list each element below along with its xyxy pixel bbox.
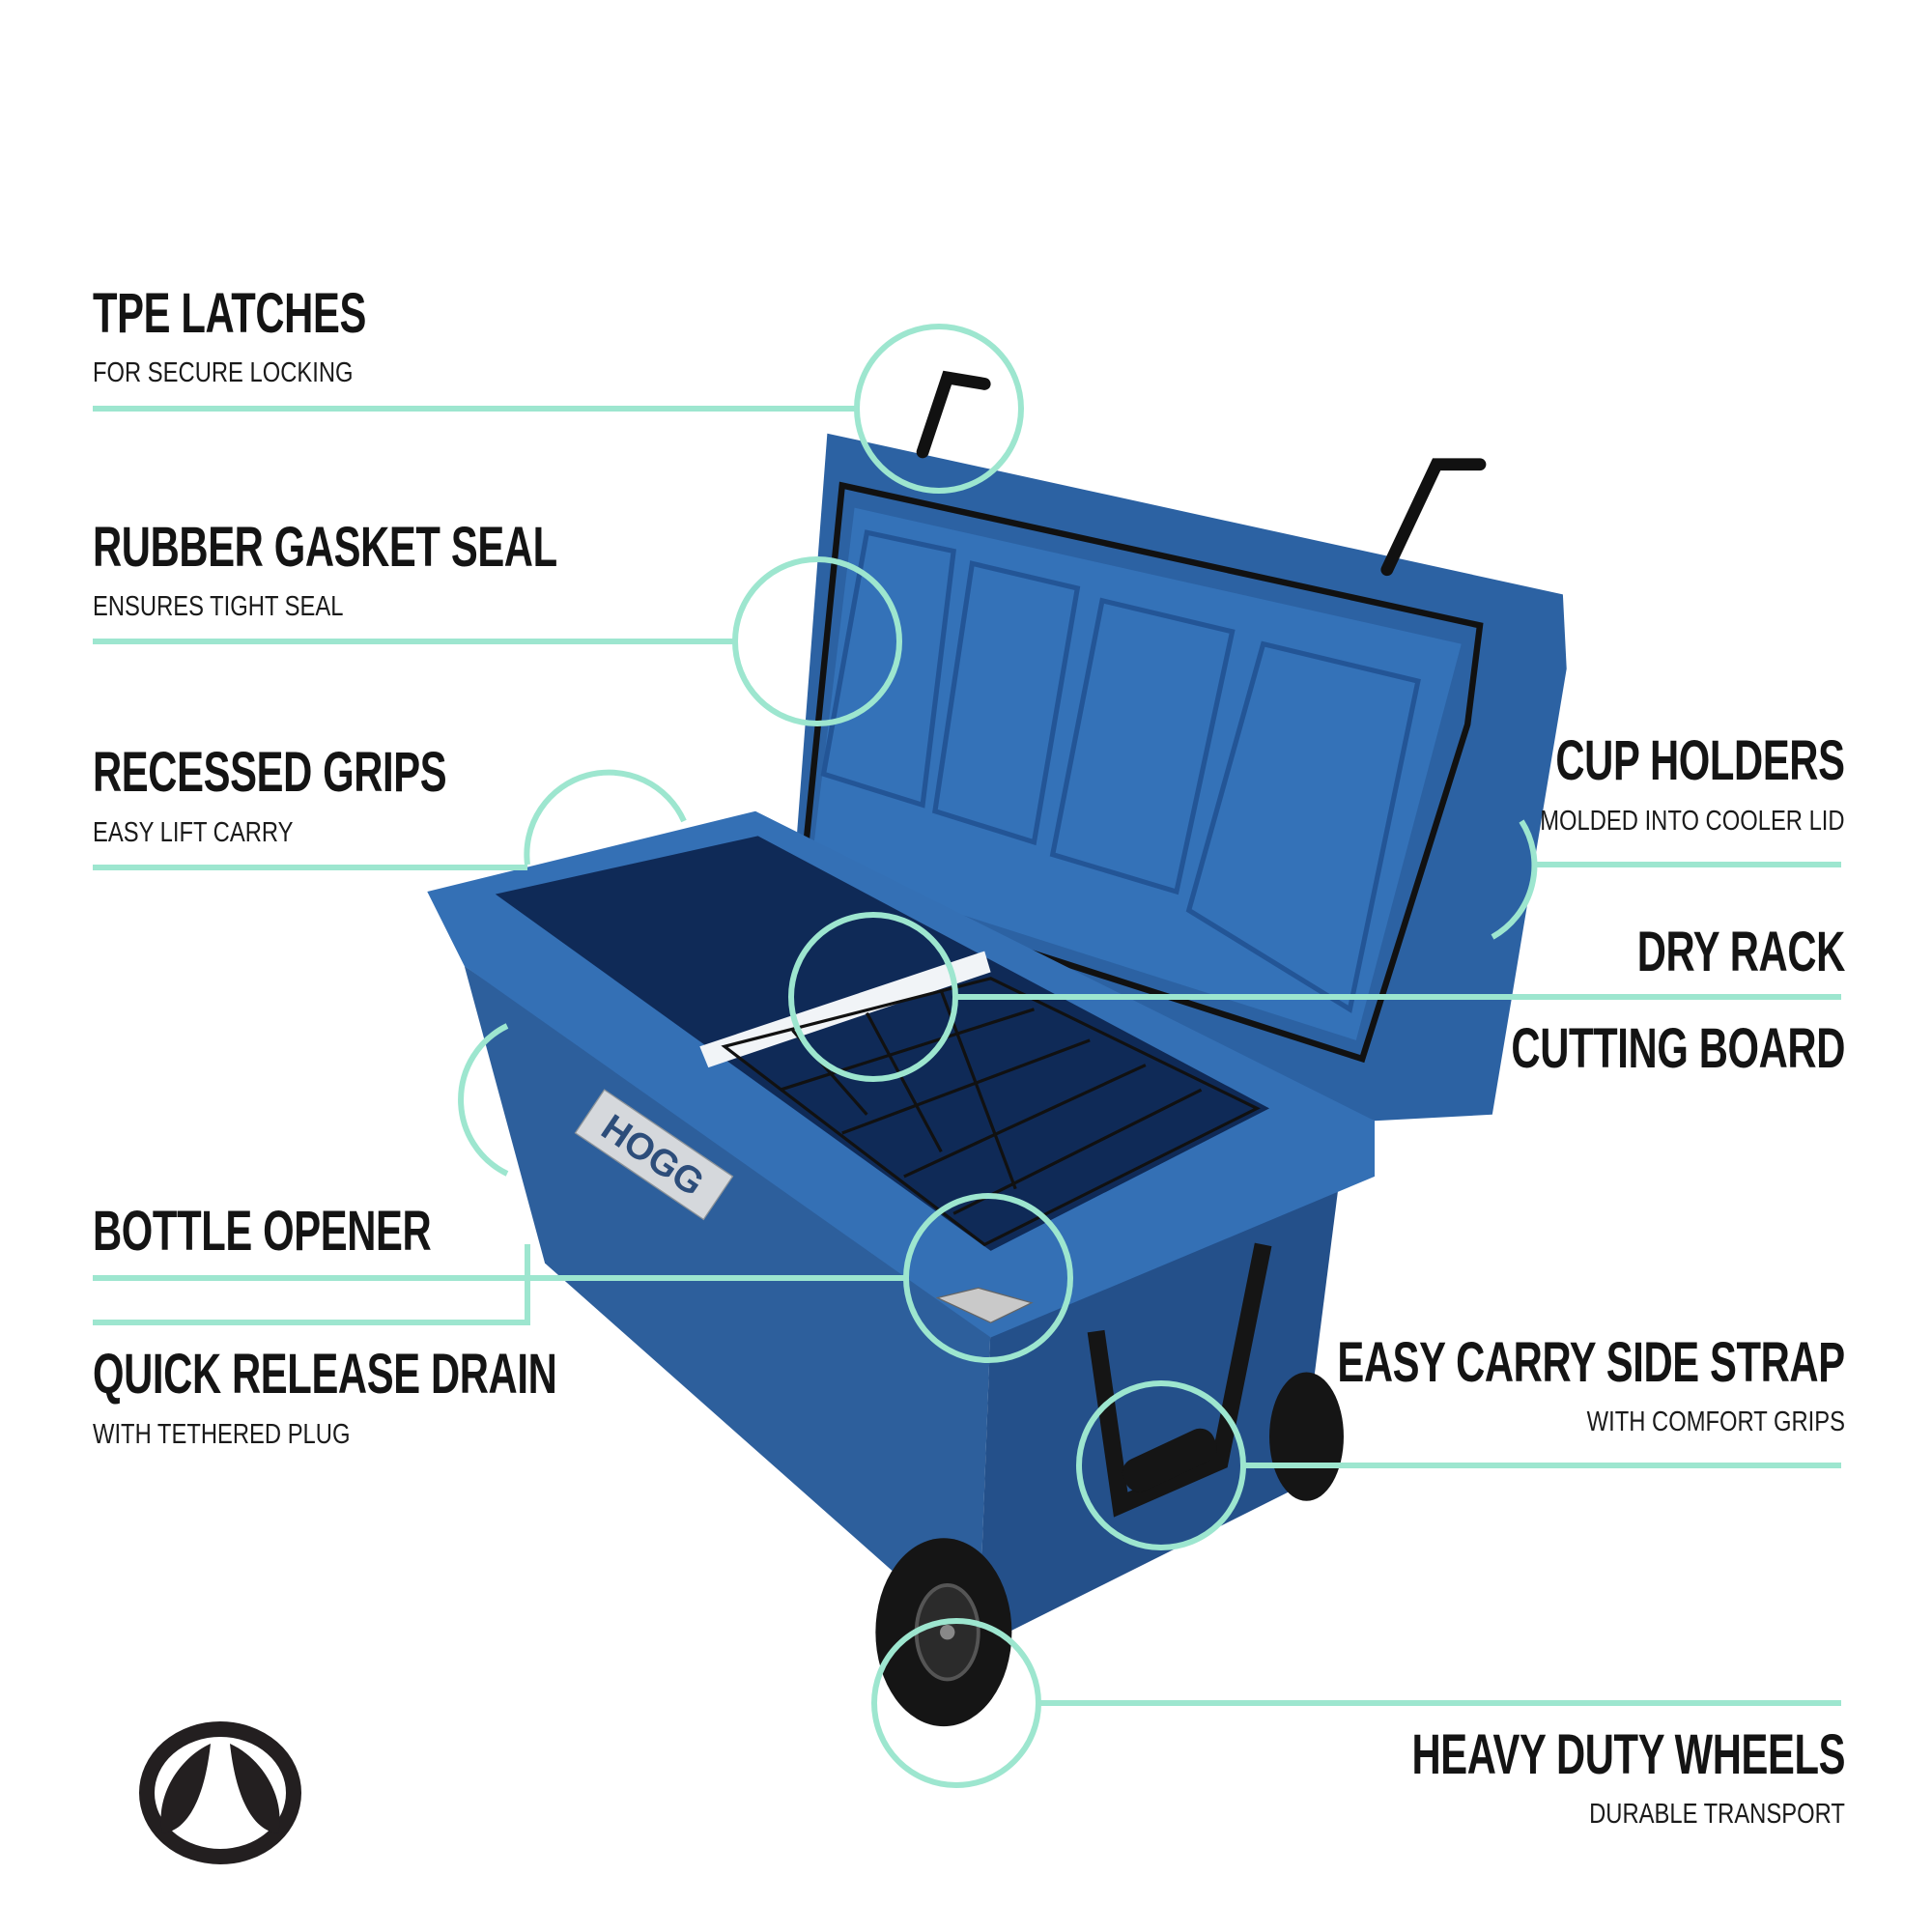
grips-marker [524, 769, 687, 866]
wheels-title: HEAVY DUTY WHEELS [1411, 1723, 1845, 1786]
latch-left [916, 370, 991, 459]
cup-holders-marker [1491, 819, 1538, 940]
grips-title: RECESSED GRIPS [93, 741, 447, 804]
cup-holders-title: CUP HOLDERS [1555, 729, 1846, 792]
drain-subtitle: WITH TETHERED PLUG [93, 1419, 351, 1450]
callouts [93, 324, 1841, 1788]
cutting-board [699, 951, 991, 1068]
tpe-latches-title: TPE LATCHES [93, 282, 366, 345]
tpe-latches-subtitle: FOR SECURE LOCKING [93, 357, 354, 388]
dry-rack-title: DRY RACK [1636, 921, 1846, 983]
gasket-title: RUBBER GASKET SEAL [93, 516, 557, 579]
tpe-latches-marker [854, 324, 1024, 494]
side-strap [1087, 1242, 1272, 1518]
drain-title: QUICK RELEASE DRAIN [93, 1343, 557, 1406]
gasket-subtitle: ENSURES TIGHT SEAL [93, 591, 344, 622]
bottle-opener [935, 1287, 1034, 1323]
side-strap-title: EASY CARRY SIDE STRAP [1337, 1331, 1846, 1394]
grips-marker-side [458, 1023, 509, 1177]
wheels-subtitle: DURABLE TRANSPORT [1589, 1799, 1845, 1830]
grips-subtitle: EASY LIFT CARRY [93, 817, 294, 848]
cup-holders-subtitle: MOLDED INTO COOLER LID [1540, 806, 1845, 837]
dry-rack [721, 977, 1261, 1247]
side-strap-marker [1076, 1380, 1246, 1550]
cooler: HOGG [427, 370, 1567, 1727]
bottle-opener-marker [903, 1193, 1073, 1363]
back-wheel [1269, 1372, 1344, 1501]
lid-gasket [799, 481, 1484, 1064]
wheels-marker [871, 1618, 1041, 1788]
gasket-marker [732, 556, 902, 726]
drain-leader [93, 1244, 530, 1325]
bottle-opener-title: BOTTLE OPENER [93, 1200, 432, 1263]
side-strap-subtitle: WITH COMFORT GRIPS [1586, 1406, 1845, 1437]
dry-rack-marker [788, 912, 958, 1082]
brand-logo-icon [139, 1721, 301, 1864]
cutting-board-title: CUTTING BOARD [1511, 1017, 1845, 1080]
latch-right [1380, 458, 1487, 577]
